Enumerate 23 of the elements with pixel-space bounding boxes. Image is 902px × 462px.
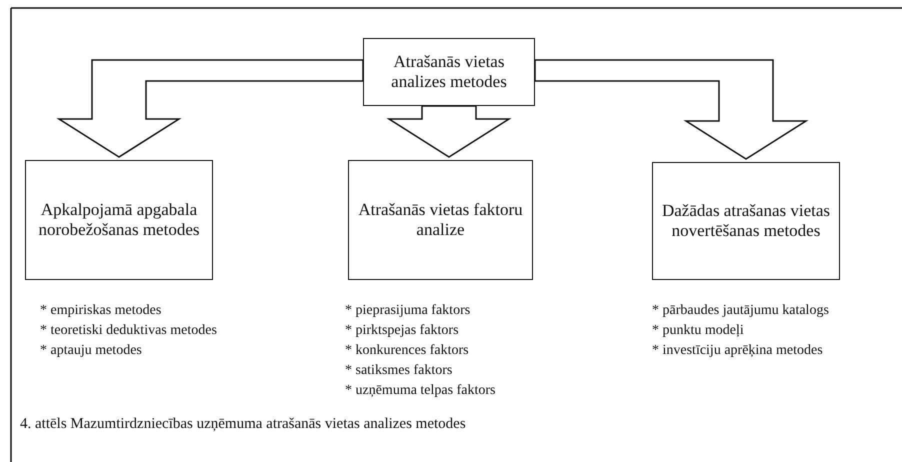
box-label: Atrašanās vietas faktoru analize [357,200,524,240]
text-box [652,162,840,280]
box-label: Atrašanās vietas analizes metodes [390,52,508,92]
block-arrow [56,59,364,158]
list-item: * investīciju aprēķina metodes [652,343,823,359]
list-item: * uzņēmuma telpas faktors [345,383,496,399]
list-item: * teoretiski deduktivas metodes [40,323,217,339]
list-item: * pieprasijuma faktors [345,303,470,319]
list-item: * satiksmes faktors [345,363,452,379]
list-item: * pirktspejas faktors [345,323,459,339]
box-label: Dažādas atrašanas vietas novertēšanas metodes [661,200,831,242]
list-item: * punktu modeļi [652,323,744,339]
text-box [25,160,213,280]
figure-caption: 4. attēls Mazumtirdzniecības uzņēmuma atrašanās vietas analizes metodes [20,416,466,433]
text-box [363,38,535,106]
box-label: Apkalpojamā apgabala norobežošanas metodes [38,200,200,240]
block-arrow [386,105,512,158]
block-arrow [534,59,809,160]
list-item: * empiriskas metodes [40,303,162,319]
text-box [348,160,533,280]
list-item: * aptauju metodes [40,343,142,359]
list-item: * konkurences faktors [345,343,469,359]
list-item: * pārbaudes jautājumu katalogs [652,303,829,319]
